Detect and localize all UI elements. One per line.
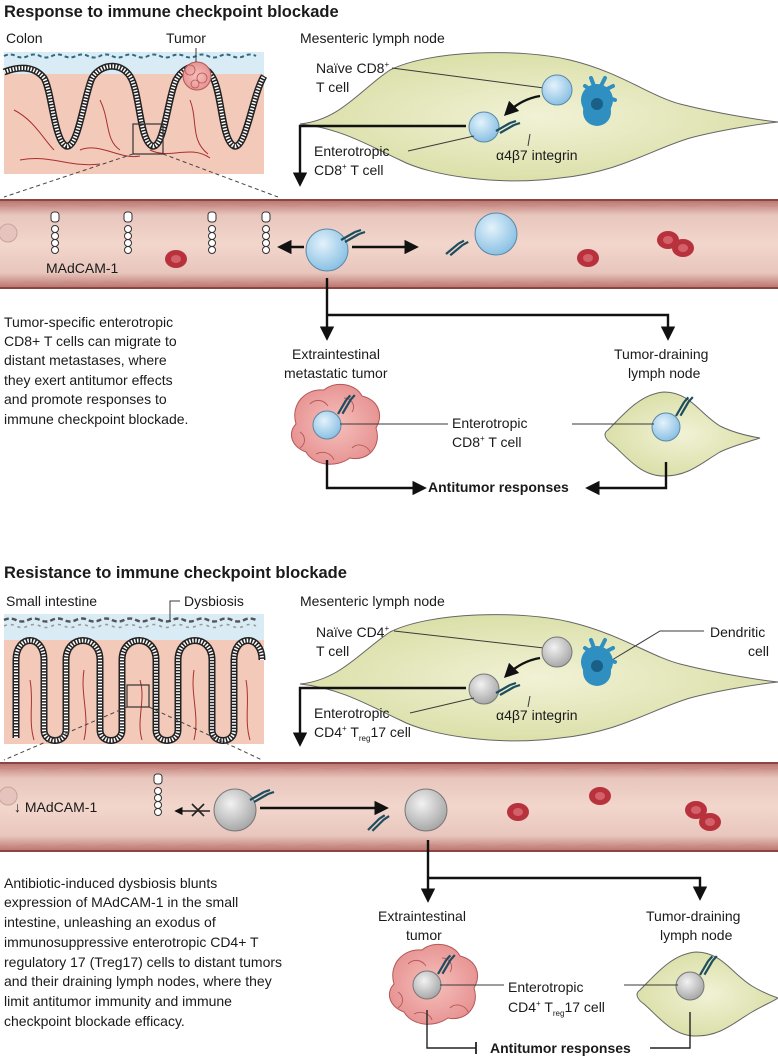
top-panel-title: Response to immune checkpoint blockade (4, 3, 339, 21)
small-intestine-tissue (3, 614, 266, 744)
treg17-cell-migrating (364, 788, 448, 834)
mesenteric-lymph-node-bottom (299, 614, 778, 742)
dendritic-cell-bottom (581, 638, 617, 686)
zoom-box (126, 684, 150, 708)
svg-text:Tumor-specific enterotropic: Tumor-specific enterotropic (4, 314, 173, 330)
bottom-panel-title: Resistance to immune checkpoint blockade (4, 564, 347, 582)
colon-label: Colon (6, 30, 43, 46)
svg-text:distant metastases, where: distant metastases, where (4, 352, 167, 368)
enterotropic-treg17-cell-node (468, 673, 522, 705)
small-intestine-label: Small intestine (6, 593, 97, 609)
extraintestinal-tumor (388, 943, 478, 1025)
bottom-panel: Resistance to immune checkpoint blockade… (0, 564, 778, 1056)
extraintestinal-tumor-label-line2: tumor (406, 927, 442, 943)
blood-vessel-bottom (0, 762, 778, 852)
naive-cd8-label-line2: T cell (316, 79, 349, 95)
top-description: Tumor-specific enterotropic CD8+ T cells… (4, 314, 188, 427)
metastatic-tumor-label-line2: metastatic tumor (284, 365, 388, 381)
madcam-label: MAdCAM-1 (46, 260, 119, 276)
center-treg17-label-line2: CD4+ Treg17 cell (508, 999, 605, 1018)
enterotropic-cd8-label: Enterotropic (314, 143, 389, 159)
center-cd8-label: Enterotropic (452, 415, 527, 431)
extraintestinal-tumor-label: Extraintestinal (378, 908, 466, 924)
cd8-cell-binding (305, 228, 367, 272)
svg-text:they exert antitumor effects: they exert antitumor effects (4, 372, 173, 388)
treg17-cell-blocked (213, 788, 276, 832)
red-blood-cells (0, 223, 694, 268)
naive-cd8-label: Naïve CD8+ (316, 60, 389, 76)
draining-lymph-node-bottom (636, 951, 778, 1037)
dendritic-cell-label-line2: cell (748, 643, 769, 659)
naive-cd4-cell (541, 636, 573, 668)
top-outcome-label: Antitumor responses (428, 479, 569, 495)
naive-cd4-label: Naïve CD4+ (316, 624, 389, 640)
metastatic-tumor (290, 383, 380, 465)
dendritic-cell-label: Dendritic (710, 624, 765, 640)
top-panel: Response to immune checkpoint blockade C… (0, 3, 778, 496)
draining-lymph-node (604, 391, 761, 477)
svg-text:intestine, unleashing an exodu: intestine, unleashing an exodus of (4, 914, 216, 930)
integrin-label: α4β7 integrin (496, 147, 578, 163)
naive-cd4-label-line2: T cell (316, 643, 349, 659)
svg-text:and their draining lymph nodes: and their draining lymph nodes, where th… (4, 973, 272, 989)
madcam-reduced-label: ↓ MAdCAM-1 (14, 799, 97, 815)
enterotropic-treg17-label: Enterotropic (314, 705, 389, 721)
dysbiosis-label: Dysbiosis (184, 593, 244, 609)
draining-node-label-bottom: Tumor-draining (646, 908, 740, 924)
dendritic-cell (581, 76, 617, 126)
draining-node-label-bottom-line2: lymph node (660, 927, 733, 943)
metastatic-tumor-label: Extraintestinal (292, 346, 380, 362)
naive-cd8-cell (541, 74, 573, 106)
svg-text:and promote responses to: and promote responses to (4, 391, 167, 407)
tumor-label: Tumor (166, 30, 206, 46)
tumor-nodule (182, 61, 212, 91)
red-blood-cells-bottom (0, 786, 721, 831)
cd8-cell-migrating (443, 212, 518, 258)
enterotropic-cd8-label-line2: CD8+ T cell (314, 162, 384, 178)
integrin-label-bottom: α4β7 integrin (496, 707, 578, 723)
svg-text:immunosuppressive enterotropic: immunosuppressive enterotropic CD4+ T (4, 934, 259, 950)
draining-node-label-line2: lymph node (628, 365, 701, 381)
svg-text:immune checkpoint blockade.: immune checkpoint blockade. (4, 411, 188, 427)
mesenteric-node-label-bottom: Mesenteric lymph node (300, 593, 445, 609)
bottom-description: Antibiotic-induced dysbiosis blunts expr… (4, 875, 282, 1029)
svg-text:Antibiotic-induced dysbiosis b: Antibiotic-induced dysbiosis blunts (4, 875, 217, 891)
center-treg17-label: Enterotropic (508, 979, 583, 995)
mesenteric-node-label: Mesenteric lymph node (300, 30, 445, 46)
center-cd8-label-line2: CD8+ T cell (452, 434, 522, 450)
colon-tissue (2, 52, 268, 174)
enterotropic-cd8-cell-node (468, 111, 522, 143)
svg-text:limit antitumor immunity and i: limit antitumor immunity and immune (4, 993, 232, 1009)
svg-text:expression of MAdCAM-1 in the: expression of MAdCAM-1 in the small (4, 894, 238, 910)
svg-text:checkpoint blockade efficacy.: checkpoint blockade efficacy. (4, 1013, 185, 1029)
svg-text:CD8+ T cells can migrate to: CD8+ T cells can migrate to (4, 333, 177, 349)
draining-node-label: Tumor-draining (614, 346, 708, 362)
enterotropic-treg17-label-line2: CD4+ Treg17 cell (314, 724, 411, 743)
zoom-box (132, 123, 164, 155)
bottom-outcome-label: Antitumor responses (490, 1040, 631, 1056)
svg-text:regulatory 17 (Treg17) cells t: regulatory 17 (Treg17) cells to distant … (4, 954, 282, 970)
